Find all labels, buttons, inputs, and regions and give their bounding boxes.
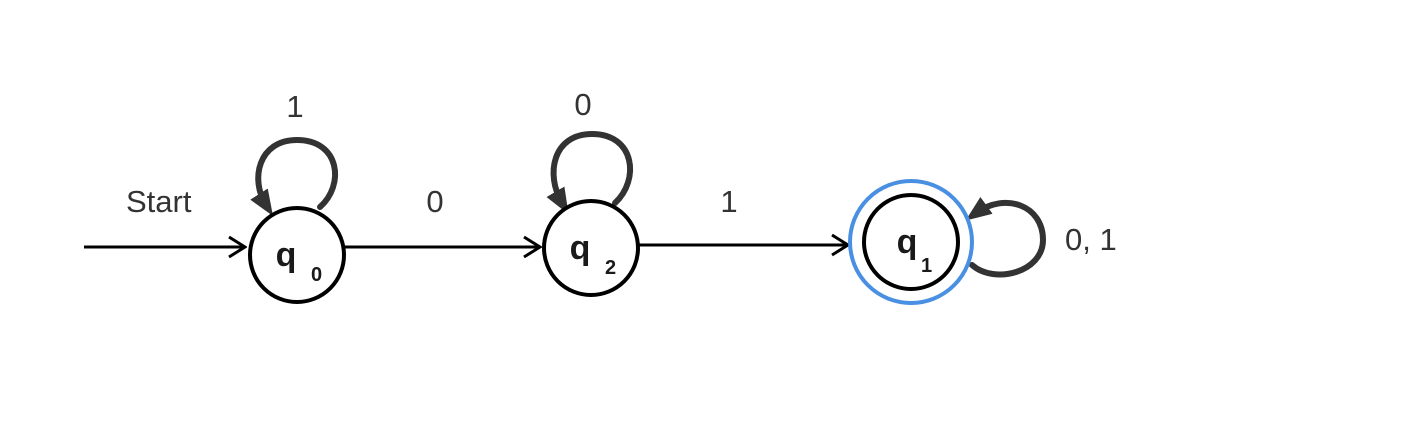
self-loop-q0	[250, 136, 339, 216]
transition-label-q0-q2: 0	[426, 184, 443, 219]
transition-label-q0-loop: 1	[286, 89, 303, 124]
state-q2-name: q	[570, 229, 591, 267]
self-loop-q2	[546, 130, 634, 215]
transition-label-q2-loop: 0	[574, 87, 591, 122]
start-label: Start	[126, 184, 192, 219]
state-q0-subscript: 0	[311, 264, 322, 286]
state-q1-name: q	[897, 223, 918, 261]
transition-label-q1-loop: 0, 1	[1065, 222, 1117, 257]
state-q2[interactable]: q 2	[542, 199, 640, 297]
state-q0-name: q	[276, 236, 297, 274]
state-q2-subscript: 2	[605, 257, 616, 279]
state-q0[interactable]: q 0	[248, 206, 346, 304]
self-loop-q1	[965, 196, 1047, 278]
state-q1[interactable]: q 1	[848, 179, 974, 305]
transition-label-q2-q1: 1	[720, 184, 737, 219]
state-q1-subscript: 1	[921, 255, 932, 277]
